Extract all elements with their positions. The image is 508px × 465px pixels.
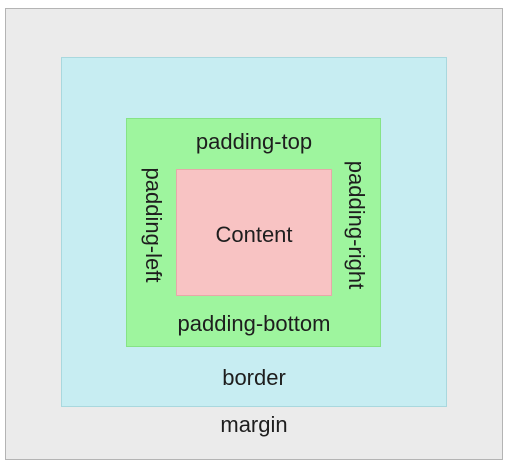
content-label: Content	[215, 222, 293, 247]
padding-bottom-label: padding-bottom	[177, 311, 331, 336]
padding-left-label: padding-left	[141, 167, 166, 283]
padding-right-label: padding-right	[344, 160, 369, 290]
padding-top-label: padding-top	[195, 129, 313, 154]
border-label: border	[222, 365, 286, 390]
margin-label: margin	[220, 412, 288, 437]
content-area	[176, 169, 332, 296]
